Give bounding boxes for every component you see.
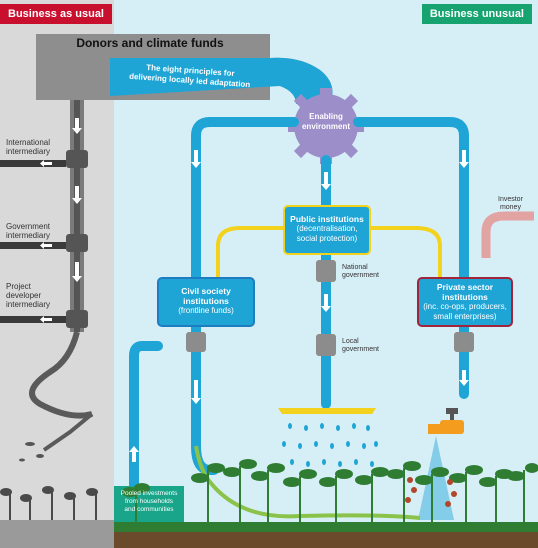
enabling-environment-label: Enabling environment: [296, 112, 356, 132]
enabling-line-1: Enabling: [309, 112, 343, 121]
principles-flow: [110, 57, 333, 104]
government-intermediary-label: Government intermediary: [6, 222, 50, 240]
national-government-label: National government: [342, 264, 379, 280]
business-unusual-tag: Business unusual: [421, 4, 532, 24]
public-institutions-sub-2: social protection): [296, 234, 358, 243]
investor-pipe: [481, 211, 534, 258]
yellow-pipes: [216, 226, 442, 278]
national-line-2: government: [342, 272, 379, 279]
bau-ground: [0, 520, 114, 548]
business-as-usual-tag: Business as usual: [0, 4, 112, 24]
civil-society-title-1: Civil society: [181, 286, 231, 296]
international-line-2: intermediary: [6, 147, 51, 156]
civil-society-label: Civil society institutions (frontline fu…: [158, 286, 254, 316]
bau-hose-nozzle: [42, 412, 94, 452]
soil: [114, 530, 538, 548]
flow-arrows: [129, 150, 469, 462]
international-intermediary-label: International intermediary: [6, 138, 50, 156]
government-line-2: intermediary: [6, 231, 51, 240]
bau-arrows: [72, 118, 82, 282]
private-sector-sub-1: (inc. co-ops, producers,: [423, 302, 507, 311]
public-institutions-sub-1: (decentralisation,: [296, 224, 358, 233]
irrigation-line: [194, 445, 421, 520]
private-sector-title-2: institutions: [442, 292, 488, 302]
bau-pipe-inner: [74, 100, 80, 332]
pooled-line-3: and communities: [124, 506, 174, 513]
unusual-valves: [186, 260, 474, 356]
healthy-plants: [122, 459, 538, 522]
investor-line-2: money: [499, 204, 521, 211]
donors-title: Donors and climate funds: [76, 36, 224, 50]
public-institutions-label: Public institutions (decentralisation, s…: [284, 214, 370, 244]
bau-leak-arrows: [40, 160, 52, 323]
grass-strip: [114, 522, 538, 532]
international-line-1: International: [6, 138, 51, 147]
civil-society-sub: (frontline funds): [178, 306, 234, 315]
project-developer-intermediary-label: Project developer intermediary: [6, 282, 50, 309]
enabling-line-2: environment: [301, 122, 350, 131]
pooled-investments-label: Pooled investments from households and c…: [114, 490, 184, 514]
investor-line-1: Investor: [498, 196, 523, 203]
local-government-label: Local government: [342, 338, 379, 354]
bau-hose: [29, 331, 93, 419]
public-institutions-title: Public institutions: [290, 214, 364, 224]
project-line-2: developer: [6, 291, 42, 300]
civil-society-box: [157, 277, 255, 327]
private-sector-label: Private sector institutions (inc. co-ops…: [418, 282, 512, 322]
bau-leak-drips: [19, 442, 44, 462]
bau-dry-seedlings: [0, 486, 98, 520]
civil-society-title-2: institutions: [183, 296, 229, 306]
local-line-1: Local: [342, 338, 359, 345]
bau-leak-pipes: [0, 160, 66, 323]
pooled-line-1: Pooled investments: [120, 490, 178, 497]
investor-money-label: Investor money: [498, 196, 523, 212]
government-line-1: Government: [6, 222, 51, 231]
fruits: [405, 477, 457, 507]
project-line-3: intermediary: [6, 300, 51, 309]
sprinkler-head: [278, 408, 376, 414]
faucet-stream: [418, 436, 454, 520]
water-drops: [282, 423, 378, 467]
private-sector-box: [417, 277, 513, 327]
project-line-1: Project: [6, 282, 31, 291]
private-sector-sub-2: small enterprises): [433, 312, 497, 321]
public-institutions-box: [283, 205, 371, 255]
private-sector-title-1: Private sector: [436, 282, 494, 292]
national-line-1: National: [342, 264, 368, 271]
faucet: [428, 408, 464, 434]
bau-valves: [66, 150, 88, 328]
pooled-line-2: from households: [124, 498, 174, 505]
local-line-2: government: [342, 346, 379, 353]
